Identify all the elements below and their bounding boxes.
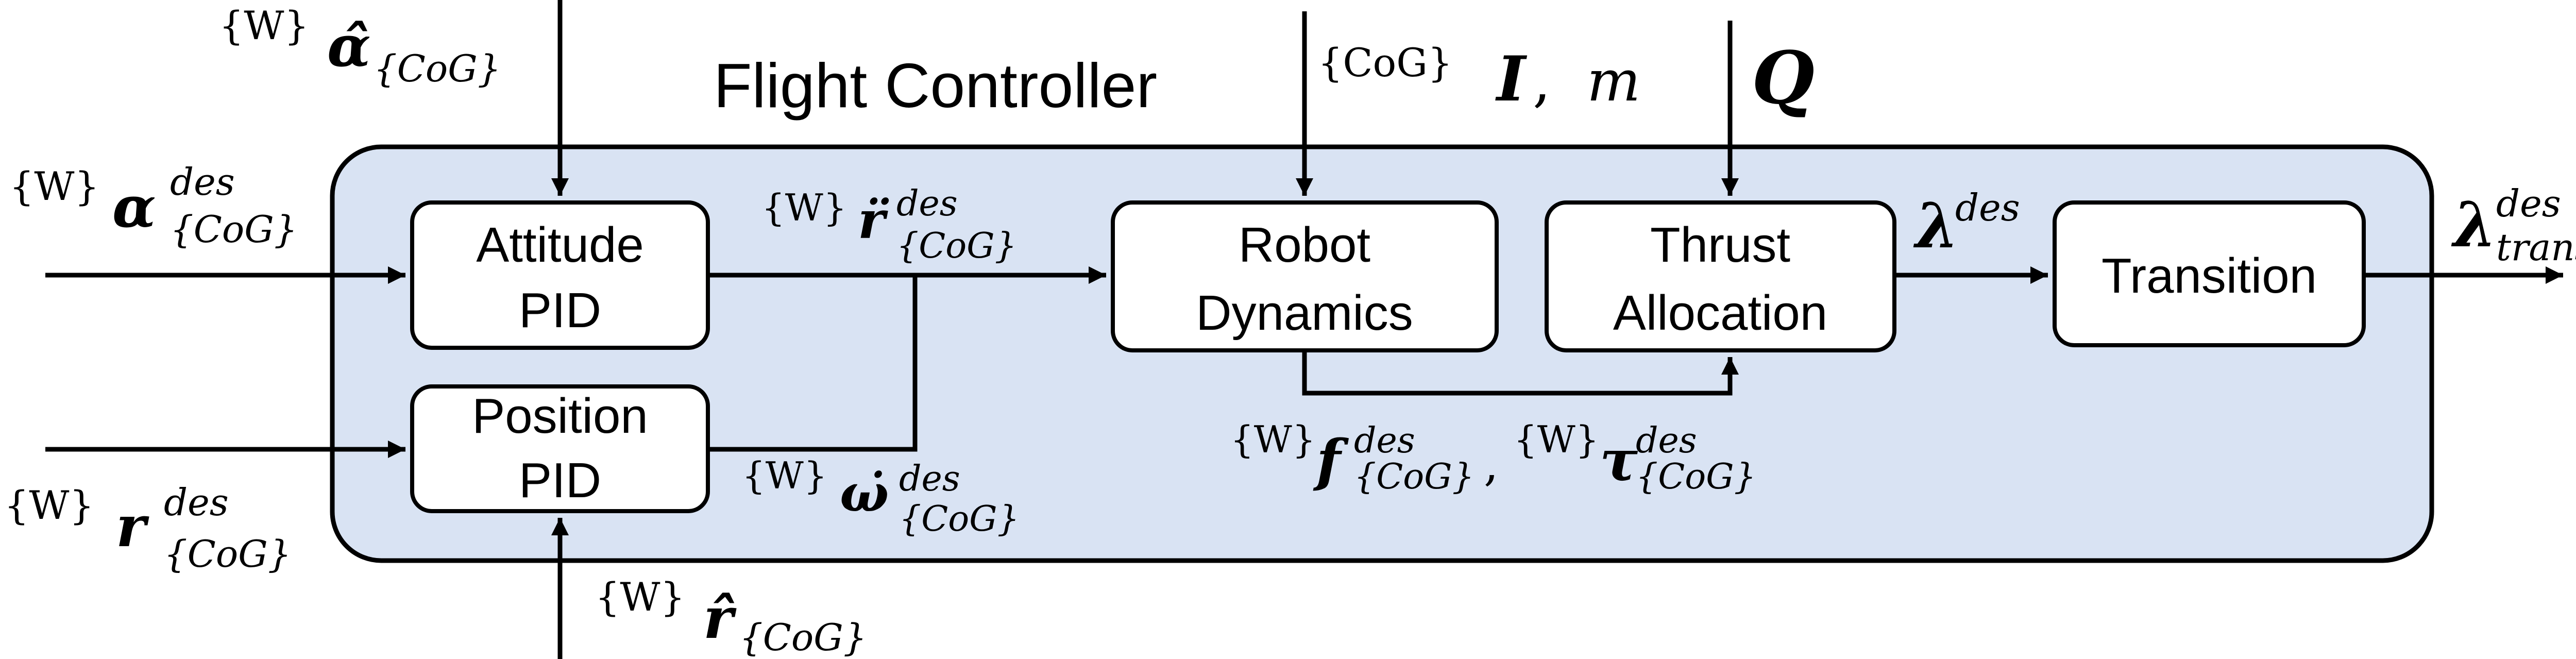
thrust-allocation-block: Thrust Allocation <box>1545 200 1896 352</box>
transition-label: Transition <box>2102 248 2317 303</box>
dynamics-to-allocation-arrow <box>1302 350 1739 396</box>
attitude-pid-label-line1: Attitude <box>476 217 644 273</box>
q-matrix-label: Q <box>1752 36 1815 121</box>
robot-dynamics-block: Robot Dynamics <box>1111 200 1499 352</box>
flight-controller-container <box>330 144 2434 563</box>
lambda-des-label: λ des <box>1913 186 2020 262</box>
transition-block: Transition <box>2053 200 2366 347</box>
attitude-pid-label-line2: PID <box>519 283 601 338</box>
omega-dot-label: {W} ω̇ des {CoG} <box>742 454 1020 539</box>
position-pid-label-line1: Position <box>472 388 648 444</box>
alpha-hat-label: {W} α̂ {CoG} <box>219 3 501 90</box>
position-pid-block: Position PID <box>410 384 710 513</box>
attitude-pid-block: Attitude PID <box>410 200 710 350</box>
flight-controller-title: Flight Controller <box>714 50 1157 121</box>
thrust-allocation-label-line2: Allocation <box>1613 285 1827 341</box>
lambda-trans-label: λ des trans <box>2451 182 2576 269</box>
r-hat-label: {W} r̂ {CoG} <box>595 574 867 659</box>
inertia-mass-label: {CoG} I , m <box>1318 40 1640 115</box>
r-des-label: {W} r des {CoG} <box>4 481 292 576</box>
r-ddot-label: {W} r̈ des {CoG} <box>761 183 1017 266</box>
position-pid-label-line2: PID <box>519 453 601 508</box>
alpha-des-label: {W} α des {CoG} <box>9 160 298 251</box>
robot-dynamics-label-line1: Robot <box>1239 217 1370 273</box>
position-output-line <box>708 275 918 452</box>
robot-dynamics-label-line2: Dynamics <box>1196 285 1413 341</box>
thrust-allocation-label-line1: Thrust <box>1650 217 1790 273</box>
force-torque-label: {W} f des {CoG} , {W} τ des {CoG} <box>1230 418 1756 497</box>
